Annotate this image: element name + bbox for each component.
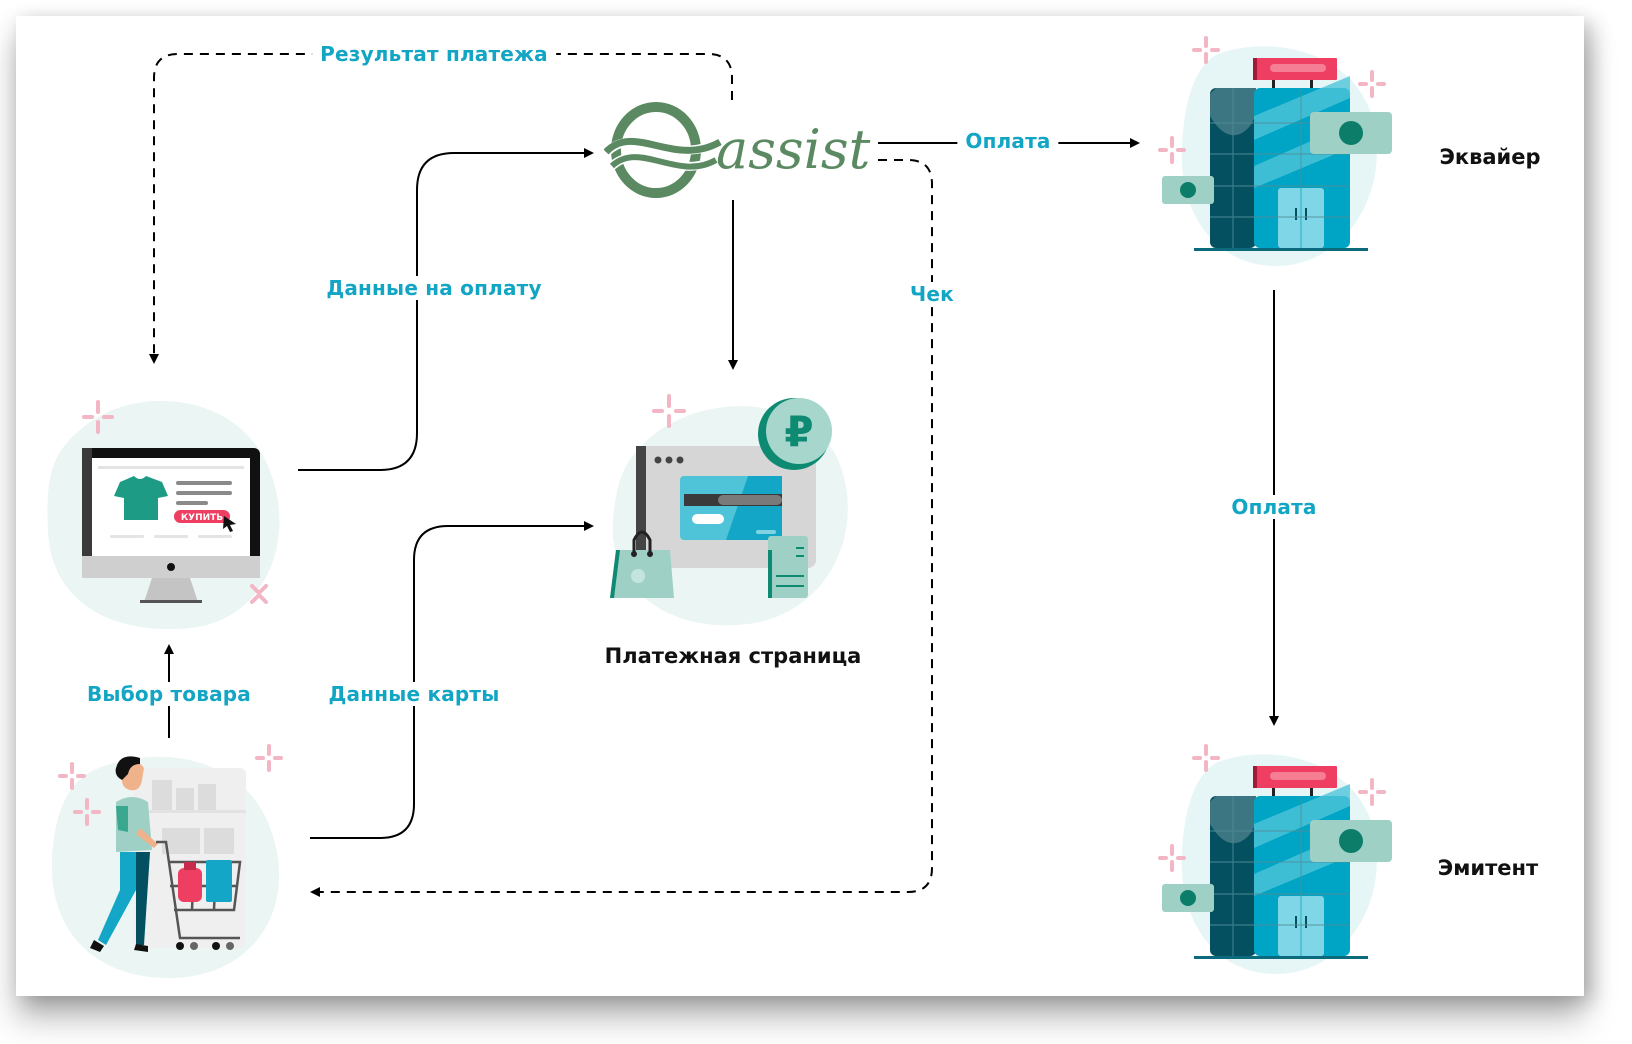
label-acquirer: Эквайер (1439, 145, 1541, 169)
label-receipt: Чек (902, 282, 962, 306)
banknote-icon (1162, 884, 1214, 912)
cursor-icon (223, 516, 236, 532)
issuer-building-illustration (1158, 744, 1392, 974)
edge-payment-data (298, 148, 594, 471)
buy-button-label: КУПИТЬ (181, 513, 223, 523)
sparkle-icon (82, 400, 114, 434)
box-icon (206, 860, 232, 902)
sparkle-icon (652, 394, 686, 428)
label-payment-issuer: Оплата (1223, 495, 1325, 519)
tshirt-icon (114, 476, 168, 520)
person-icon (90, 756, 158, 952)
acquirer-building-illustration (1158, 36, 1392, 266)
label-payment-page: Платежная страница (604, 644, 862, 668)
label-payment-result: Результат платежа (312, 42, 556, 66)
assist-logo-icon (604, 102, 725, 198)
ruble-coin-icon: ₽ (758, 398, 832, 470)
shopper-illustration (51, 744, 283, 979)
banknote-icon (1162, 176, 1214, 204)
assist-logo-text: assist (716, 118, 871, 181)
label-card-data: Данные карты (320, 682, 508, 706)
sparkle-icon (250, 584, 268, 604)
label-payment-data: Данные на оплату (318, 276, 550, 300)
receipt-icon (768, 536, 808, 598)
assist-logo: assist (604, 102, 871, 198)
bottle-icon (178, 868, 202, 902)
label-payment-acquirer: Оплата (957, 129, 1059, 153)
label-issuer: Эмитент (1437, 856, 1539, 880)
payment-page-illustration: ₽ (610, 394, 848, 626)
banknote-icon (1310, 112, 1392, 154)
sparkle-icon (1158, 744, 1386, 872)
sparkle-icon (1158, 36, 1386, 164)
buy-button (174, 510, 230, 523)
shop-monitor-illustration: КУПИТЬ (47, 400, 280, 630)
shopping-bag-icon (610, 530, 674, 598)
svg-text:₽: ₽ (784, 407, 813, 456)
edge-receipt (310, 159, 933, 897)
credit-card-icon (680, 476, 782, 540)
banknote-icon (1310, 820, 1392, 862)
label-product-selection: Выбор товара (78, 682, 260, 706)
sparkle-icon (58, 744, 283, 826)
